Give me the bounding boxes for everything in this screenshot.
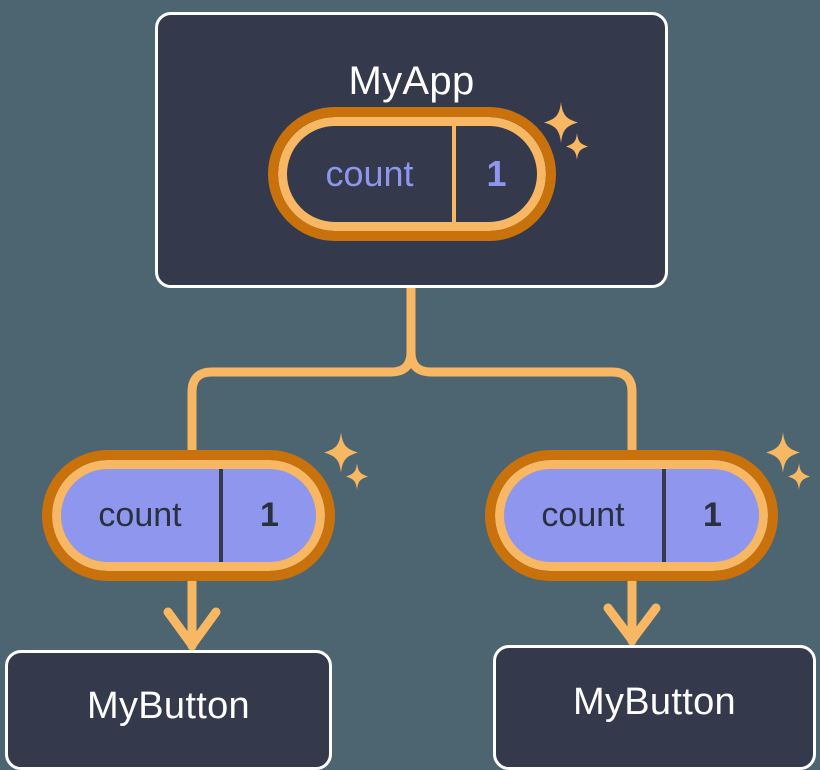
state-key-label: count <box>325 153 414 194</box>
sparkle-small-root-icon <box>566 133 588 160</box>
state-key-label: count <box>541 496 625 534</box>
state-pill-inner: count 1 <box>278 117 546 231</box>
component-title-myapp: MyApp <box>348 59 475 103</box>
state-pill-inner: count 1 <box>495 460 768 571</box>
state-value-label: 1 <box>219 469 316 562</box>
state-key-label: count <box>98 496 182 534</box>
component-box-mybutton-left[interactable]: MyButton <box>5 650 332 770</box>
component-box-mybutton-right[interactable]: MyButton <box>493 645 816 770</box>
sparkle-small-right-icon <box>788 463 810 490</box>
sparkle-small-left-icon <box>346 463 368 490</box>
sparkle-large-root-icon <box>544 102 578 143</box>
state-value-label: 1 <box>452 126 537 222</box>
sparkle-large-left-icon <box>324 432 358 473</box>
component-title-mybutton-right: MyButton <box>573 681 736 723</box>
state-pill-inner: count 1 <box>52 460 325 571</box>
state-pill-right[interactable]: count 1 <box>485 450 778 581</box>
component-title-mybutton-left: MyButton <box>87 685 250 727</box>
arrowhead-right-icon <box>603 603 661 645</box>
state-pill-left[interactable]: count 1 <box>42 450 335 581</box>
state-pill-myapp[interactable]: count 1 <box>268 107 556 241</box>
state-value-label: 1 <box>662 469 759 562</box>
arrowhead-left-icon <box>163 607 221 650</box>
edge-root-to-children <box>187 283 637 457</box>
sparkle-large-right-icon <box>766 432 800 473</box>
